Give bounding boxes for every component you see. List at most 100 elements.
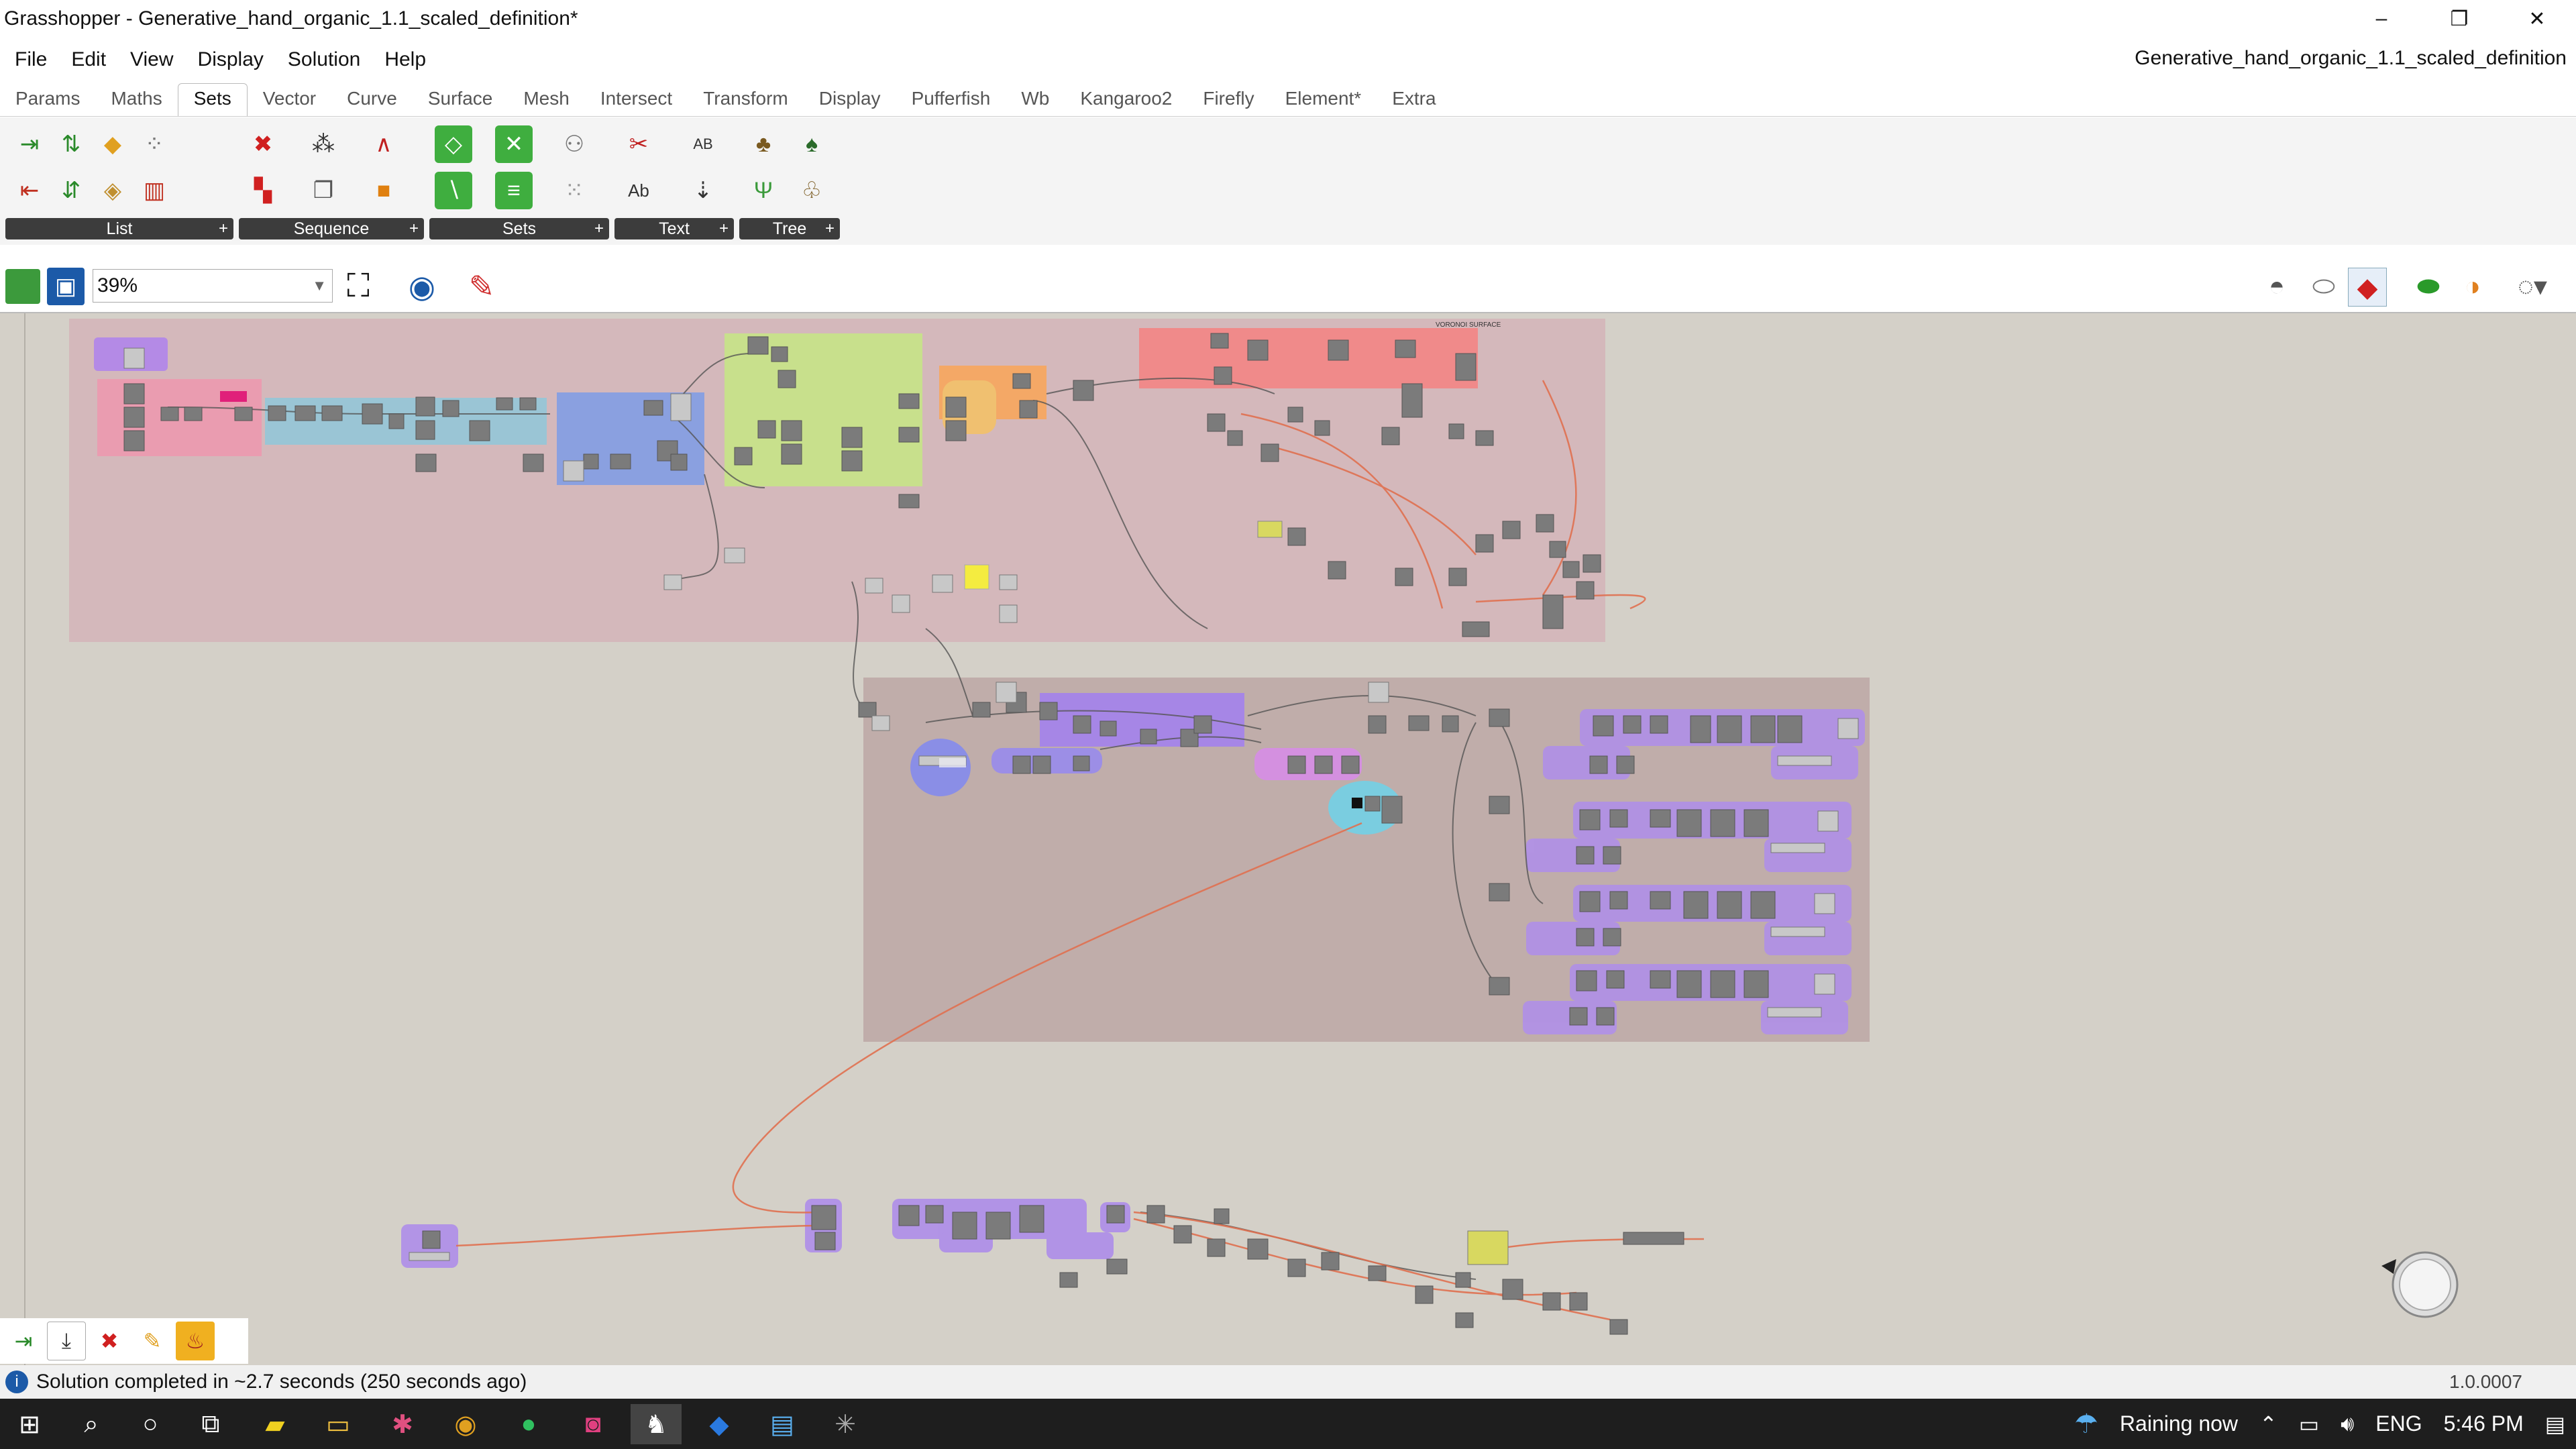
- list-item-icon[interactable]: ⇥: [19, 131, 40, 157]
- weather-text[interactable]: Raining now: [2119, 1411, 2239, 1436]
- members-icon[interactable]: ⚇: [564, 131, 585, 157]
- tab-curve[interactable]: Curve: [347, 88, 397, 109]
- menu-view[interactable]: View: [130, 48, 174, 70]
- cull-pattern-icon[interactable]: ▚: [254, 178, 272, 203]
- slack-icon[interactable]: ✱: [392, 1410, 413, 1439]
- tab-surface[interactable]: Surface: [427, 88, 493, 109]
- zoom-extents-icon[interactable]: ⛶: [347, 268, 370, 304]
- search-icon[interactable]: ⌕: [84, 1409, 99, 1438]
- close-button[interactable]: ✕: [2528, 7, 2546, 30]
- sketch-pen-icon[interactable]: ✎: [468, 269, 495, 304]
- restore-button[interactable]: ❐: [2450, 7, 2469, 30]
- tab-maths[interactable]: Maths: [111, 88, 162, 109]
- graph-mapper-icon[interactable]: ∧: [375, 131, 392, 157]
- tab-mesh[interactable]: Mesh: [523, 88, 570, 109]
- split-list-icon[interactable]: ⇵: [61, 178, 81, 203]
- sort-text-icon[interactable]: ⇣: [693, 178, 713, 203]
- tab-extra[interactable]: Extra: [1392, 88, 1436, 109]
- menu-edit[interactable]: Edit: [71, 48, 107, 70]
- reverse-list-icon[interactable]: ⇤: [19, 178, 40, 203]
- sticky-notes-icon[interactable]: ▰: [265, 1410, 285, 1439]
- rhino-icon[interactable]: ♞: [631, 1404, 682, 1444]
- set-majority-icon[interactable]: ∖: [435, 172, 472, 209]
- tab-display[interactable]: Display: [818, 88, 881, 109]
- component-tabs: Params Maths Sets Vector Curve Surface M…: [0, 82, 2576, 117]
- sub-list-icon[interactable]: ◈: [103, 178, 122, 203]
- set-union-icon[interactable]: ◇: [435, 125, 472, 163]
- canvas-left-edge: [0, 313, 25, 1365]
- delete-icon[interactable]: ✖: [100, 1329, 119, 1353]
- cull-index-icon[interactable]: ✖: [253, 131, 273, 157]
- preview-shaded-icon[interactable]: ⬭: [2312, 272, 2336, 301]
- cortana-icon[interactable]: ○: [142, 1409, 158, 1438]
- grasshopper-icon[interactable]: ✳: [835, 1410, 856, 1439]
- tab-pufferfish[interactable]: Pufferfish: [911, 88, 991, 109]
- prune-tree-icon[interactable]: Ψ: [753, 177, 773, 203]
- tab-kangaroo2[interactable]: Kangaroo2: [1080, 88, 1173, 109]
- minimize-button[interactable]: –: [2375, 7, 2387, 30]
- preview-selected-icon[interactable]: ◆: [2348, 268, 2387, 307]
- tab-transform[interactable]: Transform: [703, 88, 788, 109]
- umbrella-icon: ☂: [2074, 1409, 2098, 1439]
- shift-list-icon[interactable]: [177, 125, 215, 163]
- chevron-up-icon[interactable]: ⌃: [2259, 1411, 2277, 1436]
- save-icon[interactable]: ▣: [47, 268, 85, 305]
- dispatch-icon[interactable]: ◆: [103, 131, 122, 157]
- windows-start-icon[interactable]: ⊞: [19, 1410, 40, 1439]
- list-item-icon[interactable]: ⇥: [14, 1329, 33, 1353]
- menu-solution[interactable]: Solution: [287, 48, 361, 70]
- tab-element[interactable]: Element*: [1285, 88, 1362, 109]
- document-preview-icon[interactable]: ⬬: [2416, 272, 2440, 301]
- creative-cloud-icon[interactable]: ◙: [585, 1409, 601, 1438]
- tab-wb[interactable]: Wb: [1021, 88, 1050, 109]
- bar-graph-icon[interactable]: ▥: [143, 178, 166, 203]
- series-icon[interactable]: ⁂: [312, 131, 335, 157]
- tab-vector[interactable]: Vector: [262, 88, 317, 109]
- spotify-icon[interactable]: ●: [521, 1409, 537, 1438]
- preview-eye-icon[interactable]: ◉: [408, 269, 436, 304]
- concatenate-icon[interactable]: AB: [693, 136, 713, 152]
- pencil-icon[interactable]: ✎: [143, 1329, 162, 1353]
- clean-icon[interactable]: ⁙: [564, 178, 584, 203]
- battery-icon[interactable]: ▭: [2298, 1411, 2320, 1436]
- open-file-icon[interactable]: [5, 269, 40, 304]
- chrome-icon[interactable]: ◉: [454, 1410, 477, 1439]
- remote-desktop-icon[interactable]: ▤: [770, 1410, 794, 1439]
- sort-list-icon[interactable]: ⇅: [61, 131, 81, 157]
- zoom-combobox[interactable]: 39%▼: [93, 269, 333, 303]
- text-case-icon[interactable]: Ab: [628, 180, 649, 201]
- duplicate-data-icon[interactable]: ❐: [313, 178, 334, 203]
- clock[interactable]: 5:46 PM: [2443, 1411, 2524, 1436]
- grasshopper-canvas[interactable]: VORONOI SURFACE: [0, 313, 2576, 1365]
- fire-icon[interactable]: ♨: [176, 1322, 215, 1360]
- tab-params[interactable]: Params: [15, 88, 80, 109]
- bake-icon[interactable]: ⤓: [47, 1322, 86, 1360]
- language-indicator[interactable]: ENG: [2375, 1411, 2422, 1436]
- menu-help[interactable]: Help: [384, 48, 427, 70]
- graft-tree-icon[interactable]: ♣: [755, 131, 771, 157]
- status-bar: i Solution completed in ~2.7 seconds (25…: [0, 1365, 2576, 1399]
- vscode-icon[interactable]: ◆: [709, 1410, 729, 1439]
- notifications-icon[interactable]: ▤: [2544, 1411, 2565, 1436]
- flatten-tree-icon[interactable]: ♠: [805, 131, 818, 157]
- list-length-icon[interactable]: ⁘: [144, 131, 164, 157]
- tab-intersect[interactable]: Intersect: [600, 88, 673, 109]
- menu-bar: File Edit View Display Solution Help Gen…: [0, 39, 2576, 80]
- material-icon[interactable]: ◑: [2464, 272, 2481, 301]
- tab-sets[interactable]: Sets: [177, 83, 248, 116]
- tab-firefly[interactable]: Firefly: [1203, 88, 1254, 109]
- task-view-icon[interactable]: ⧉: [201, 1409, 220, 1438]
- explode-tree-icon[interactable]: ♧: [801, 178, 822, 203]
- preview-wireframe-icon[interactable]: ◓: [2268, 272, 2286, 301]
- mesh-quality-icon[interactable]: ◌▾: [2518, 272, 2547, 301]
- panel-list: ⇥ ⇅ ◆ ⁘ ⇤ ⇵ ◈ ▥ List+: [5, 121, 233, 239]
- volume-icon[interactable]: 🔊︎: [2341, 1411, 2355, 1436]
- file-explorer-icon[interactable]: ▭: [326, 1410, 350, 1439]
- set-intersection-icon[interactable]: ≡: [495, 172, 533, 209]
- menu-file[interactable]: File: [15, 48, 48, 70]
- text-split-icon[interactable]: ✂: [629, 131, 649, 157]
- random-box-icon[interactable]: ■: [376, 177, 391, 203]
- panel-text-label: Text+: [614, 218, 734, 239]
- menu-display[interactable]: Display: [197, 48, 264, 70]
- set-difference-icon[interactable]: ✕: [495, 125, 533, 163]
